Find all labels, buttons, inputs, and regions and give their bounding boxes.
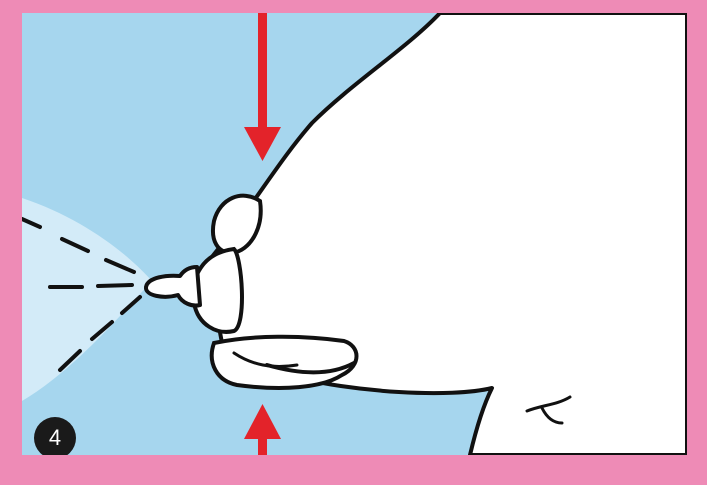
illustration-panel: 4: [22, 13, 687, 455]
step-number-badge: 4: [34, 417, 76, 455]
lower-fingers: [212, 337, 357, 388]
breast-compression-illustration: [22, 13, 687, 455]
